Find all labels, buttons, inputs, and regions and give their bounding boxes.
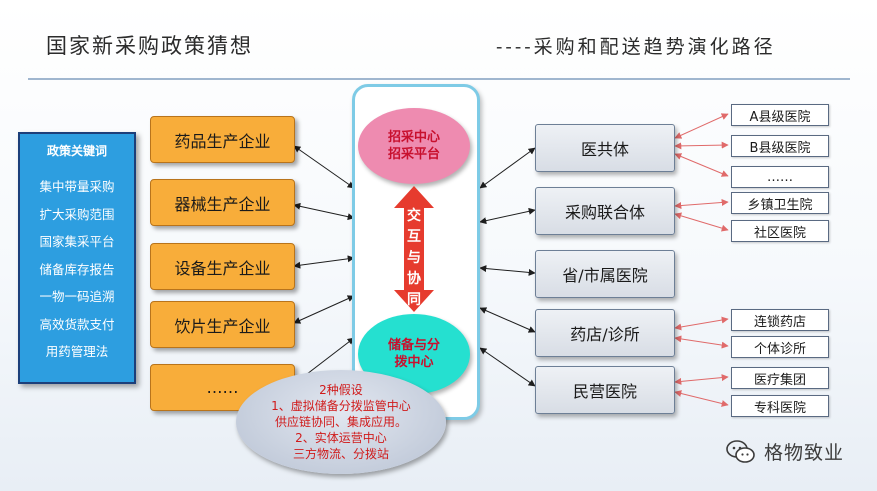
- procurement-center: 招采中心 招采平台: [358, 108, 470, 184]
- branch-community-hospital: 社区医院: [731, 220, 829, 242]
- branch-chain-pharmacy: 连锁药店: [731, 309, 829, 331]
- keyword-item: 扩大采购范围: [39, 206, 115, 222]
- branch-a-county-hospital: A县级医院: [731, 104, 829, 126]
- connector-equipment-producer: [293, 255, 355, 269]
- keyword-item: 用药管理法: [45, 344, 109, 359]
- connector-pharmacy-clinic: [479, 307, 536, 333]
- keyword-item: 集中带量采购: [39, 179, 115, 194]
- slide-title: 国家新采购政策猜想: [46, 34, 253, 58]
- policy-keywords-title: 政策关键词: [46, 144, 107, 158]
- procurement-center-line2: 招采平台: [387, 147, 440, 162]
- buyer-medical-community: 医共体: [535, 124, 675, 172]
- connector-private-hospital: [479, 347, 536, 387]
- watermark: 格物致业: [726, 438, 844, 465]
- wechat-icon: [726, 439, 755, 463]
- branch-arrow-community: [674, 212, 729, 232]
- buyer-provincial-hospital: 省/市属医院: [535, 250, 675, 298]
- keyword-item: 高效货款支付: [39, 316, 115, 332]
- title-divider: [28, 78, 850, 80]
- producer-device: 器械生产企业: [150, 179, 295, 226]
- watermark-text: 格物致业: [764, 442, 845, 464]
- buyer-private-hospital: 民营医院: [535, 366, 675, 414]
- interaction-double-arrow-icon: [394, 186, 434, 312]
- branch-arrow-private-clinic: [674, 335, 729, 349]
- branch-ellipsis: ……: [731, 166, 829, 188]
- branch-arrow-chain-pharmacy: [674, 316, 729, 331]
- producer-drug: 药品生产企业: [150, 116, 295, 163]
- producer-equipment: 设备生产企业: [150, 243, 295, 290]
- branch-b-county-hospital: B县级医院: [731, 135, 829, 157]
- keyword-item: 国家集采平台: [39, 234, 115, 249]
- branch-arrow-b-county: [674, 141, 729, 150]
- distribution-center-line1: 储备与分: [387, 338, 440, 353]
- connector-decoction-producer: [293, 295, 355, 324]
- branch-arrow-ellipsis: [674, 153, 729, 177]
- branch-medical-group: 医疗集团: [731, 367, 829, 389]
- branch-arrow-specialty: [674, 390, 729, 407]
- keyword-item: 储备库存报告: [39, 261, 115, 277]
- branch-arrow-medical-group: [674, 374, 729, 385]
- buyer-purchasing-alliance: 采购联合体: [535, 187, 675, 235]
- branch-arrow-a-county: [674, 113, 729, 139]
- slide-subtitle: ----采购和配送趋势演化路径: [496, 36, 776, 58]
- connector-drug-producer: [293, 145, 355, 189]
- keyword-item: 一物一码追溯: [39, 289, 115, 304]
- interaction-label: 交 互 与 协 同: [407, 208, 421, 308]
- hypothesis-callout: 2种假设 1、虚拟储备分拨监管中心 供应链协同、集成应用。 2、实体运营中心 三…: [236, 370, 446, 474]
- branch-private-clinic: 个体诊所: [731, 336, 829, 358]
- connector-medical-community: [479, 147, 536, 189]
- connector-provincial-hospital: [479, 265, 536, 276]
- connector-purchasing-alliance: [479, 207, 536, 225]
- buyer-pharmacy-clinic: 药店/诊所: [535, 309, 675, 357]
- policy-keywords-panel: 政策关键词 集中带量采购 扩大采购范围 国家集采平台 储备库存报告 一物一码追溯…: [18, 132, 136, 384]
- procurement-center-line1: 招采中心: [387, 130, 440, 145]
- distribution-center-line2: 拨中心: [394, 355, 434, 370]
- branch-arrow-township: [674, 198, 729, 210]
- connector-device-producer: [293, 202, 355, 221]
- branch-specialty-hospital: 专科医院: [731, 395, 829, 417]
- branch-township-health-center: 乡镇卫生院: [731, 192, 829, 214]
- producer-decoction: 饮片生产企业: [150, 301, 295, 348]
